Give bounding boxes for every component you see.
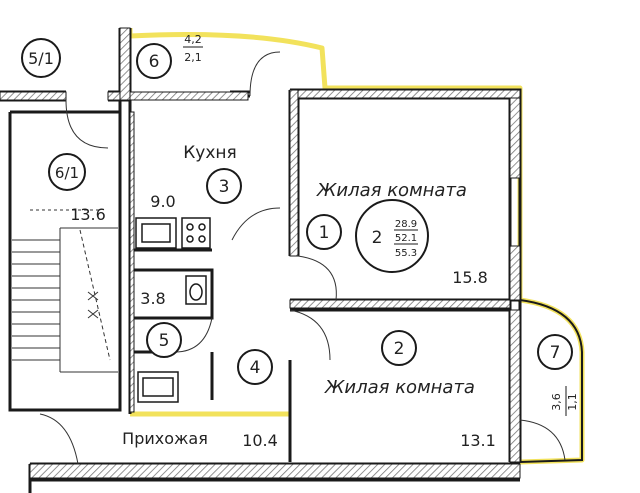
bathroom-wall: [130, 268, 214, 320]
living-room-2-area: 13.1: [460, 431, 496, 450]
summary-rooms: 2: [372, 228, 383, 248]
kitchen-label: Кухня: [183, 143, 237, 163]
kitchen-sink-icon: [135, 217, 177, 249]
room-6-frac-top: 4,2: [184, 33, 202, 46]
door-swings: [39, 51, 566, 465]
room-6-marker: [136, 43, 172, 79]
kitchen-id: 3: [219, 177, 230, 197]
toilet-icon: [185, 275, 207, 305]
staircase: [12, 209, 118, 373]
stair-wall: [0, 98, 130, 412]
room-1-marker: [306, 214, 342, 250]
hatched-walls: [0, 27, 521, 479]
room-6-1-area: 13.6: [70, 205, 106, 224]
kitchen-area: 9.0: [150, 192, 175, 211]
summary-useful: 52.1: [395, 233, 417, 244]
bathroom-id: 5: [159, 331, 170, 351]
summary-total: 55.3: [395, 248, 417, 259]
bathroom-area: 3.8: [140, 289, 165, 308]
room-markers: [21, 38, 573, 385]
room-5-marker: [146, 322, 182, 358]
room-2-marker: [381, 330, 417, 366]
balcony-id: 7: [550, 343, 561, 363]
corridor-id: 4: [250, 358, 261, 378]
room-6-frac-bottom: 2,1: [184, 51, 202, 64]
summary-marker: [355, 199, 429, 273]
room-3-marker: [206, 168, 242, 204]
fraction-lines: [183, 46, 567, 416]
room-6-1-marker: [48, 153, 86, 191]
room-5-1-id: 5/1: [28, 49, 54, 68]
balcony-frac-top: 3,6: [550, 393, 563, 411]
summary-living: 28.9: [395, 219, 417, 230]
room-5-1-marker: [21, 38, 61, 78]
living-room-1-area: 15.8: [452, 268, 488, 287]
balcony-frac-bottom: 1,1: [566, 393, 579, 411]
living-room-1-id: 1: [319, 223, 330, 243]
hallway-label: Прихожая: [122, 429, 208, 448]
room-6-1-id: 6/1: [55, 164, 79, 182]
living-room-2-id: 2: [394, 339, 405, 359]
living-room-2-label: Жилая комната: [324, 377, 475, 398]
hallway-area: 10.4: [242, 431, 278, 450]
stove-icon: [181, 217, 211, 249]
living-room-1-label: Жилая комната: [316, 180, 467, 201]
fixtures: [135, 217, 211, 403]
room-6-id: 6: [149, 52, 160, 72]
bathtub-icon: [137, 371, 179, 403]
room-7-marker: [537, 334, 573, 370]
room-4-marker: [237, 349, 273, 385]
